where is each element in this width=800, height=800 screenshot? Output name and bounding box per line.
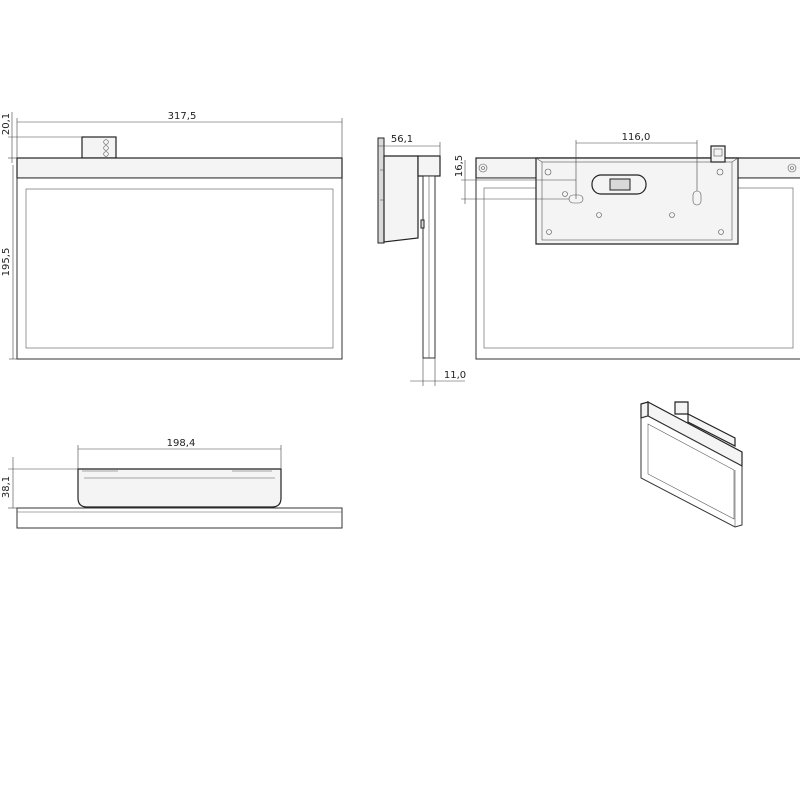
dim-top-box-width: 198,4 [167, 438, 196, 449]
rear-screw [787, 163, 797, 173]
front-view: 317,5 20,1 195,5 [1, 111, 343, 360]
rear-hole [544, 168, 552, 176]
rear-mount-plate [535, 157, 739, 245]
side-housing [383, 155, 419, 243]
bracket-hole [103, 139, 109, 145]
dim-rear-hole-offset: 16,5 [454, 155, 465, 177]
dim-rear-hole-spacing: 116,0 [622, 132, 651, 143]
front-sign-inner-frame [25, 188, 334, 349]
dim-front-top-offset: 20,1 [1, 113, 12, 135]
dim-front-height: 195,5 [1, 248, 12, 277]
top-housing [77, 468, 282, 508]
front-housing-bar [16, 157, 343, 179]
iso-sign-inner-frame [647, 423, 735, 520]
rear-hole [718, 229, 724, 235]
bracket-hole [103, 145, 109, 151]
rear-view: 116,0 16,5 [454, 132, 800, 360]
dim-side-panel-thickness: 11,0 [444, 370, 466, 381]
dim-top-box-height: 38,1 [1, 476, 12, 498]
rear-hole [562, 191, 568, 197]
rear-screw [790, 166, 794, 170]
dim-side-depth: 56,1 [391, 134, 413, 145]
side-wall-plate [377, 137, 385, 244]
top-sign-panel [16, 507, 343, 529]
iso-sign-panel [640, 415, 743, 528]
iso-housing-top [687, 413, 736, 447]
front-sign-panel [16, 177, 343, 360]
rear-mount-plate-inner [541, 161, 733, 241]
rear-hole [546, 229, 552, 235]
side-front-cap [417, 155, 441, 177]
iso-bracket [674, 401, 689, 415]
rear-terminal [609, 178, 631, 191]
front-mount-bracket [81, 136, 117, 159]
dim-front-width: 317,5 [168, 111, 197, 122]
rear-screw [478, 163, 488, 173]
side-clip [420, 219, 425, 229]
isometric-view [640, 401, 743, 528]
rear-hole [669, 212, 675, 218]
plate-bevel [535, 157, 543, 163]
rear-hole [596, 212, 602, 218]
rear-clip [710, 145, 726, 163]
top-view: 198,4 38,1 [1, 438, 343, 529]
rear-hole [716, 168, 724, 176]
bracket-hole [103, 151, 109, 157]
rear-screw [481, 166, 485, 170]
rear-clip-slot [713, 148, 723, 157]
iso-housing-end [640, 401, 649, 419]
plate-bevel [731, 157, 739, 163]
side-view: 56,1 11,0 [377, 134, 466, 386]
